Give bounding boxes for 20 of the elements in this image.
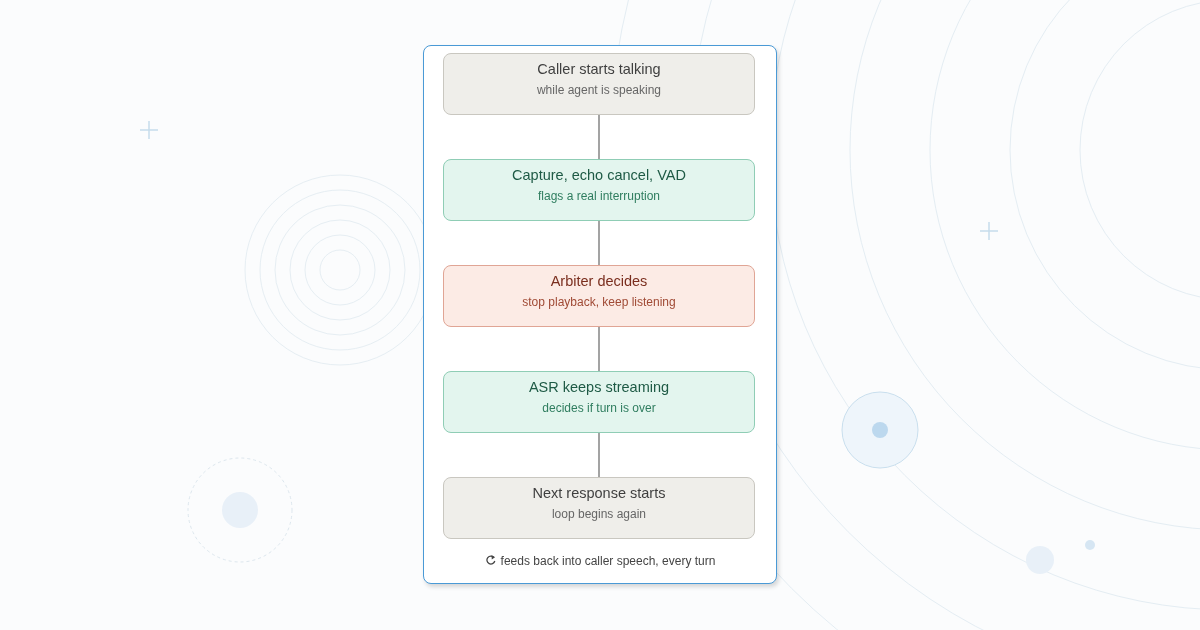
step-description: loop begins again [551,506,647,522]
footer-note: feeds back into caller speech, every turn [500,554,716,568]
step-title: Next response starts [532,484,666,503]
step-title: Capture, echo cancel, VAD [512,166,686,185]
connector-line [598,220,600,266]
connector-line [598,432,600,478]
process-box [443,265,755,327]
connector-line [598,114,600,160]
step-description: stop playback, keep listening [522,294,676,310]
step-description: while agent is speaking [536,82,662,98]
process-box [443,477,755,539]
step-description: flags a real interruption [537,188,661,204]
process-box [443,159,755,221]
step-title: Caller starts talking [537,60,661,79]
step-description: decides if turn is over [542,400,656,416]
step-title: ASR keeps streaming [528,378,670,397]
connector-line [598,326,600,372]
process-box [443,53,755,115]
step-title: Arbiter decides [550,272,648,291]
process-box [443,371,755,433]
